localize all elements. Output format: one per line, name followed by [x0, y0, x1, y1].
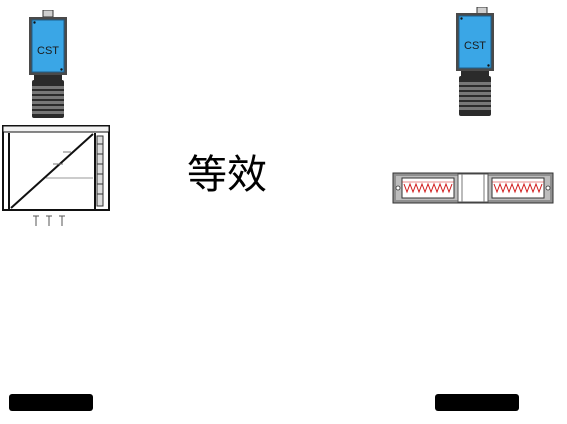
coaxial-light-box — [2, 125, 110, 226]
beam-splitter-icon — [10, 133, 94, 209]
led-strip-icon — [96, 135, 104, 207]
left-camera: CST — [29, 10, 67, 118]
left-bottom-bar — [9, 394, 93, 411]
dual-panel-bracket — [392, 172, 554, 204]
led-panel-right-icon — [491, 177, 545, 199]
equivalence-label: 等效 — [187, 152, 267, 198]
camera-label: CST — [37, 45, 59, 57]
lens-icon — [32, 80, 64, 118]
camera-connector-icon — [476, 7, 488, 15]
right-camera: CST — [456, 7, 494, 116]
camera-label: CST — [464, 40, 486, 52]
screw-icon — [33, 215, 65, 226]
led-panel-left-icon — [401, 177, 455, 199]
camera-connector-icon — [42, 10, 54, 18]
right-bottom-bar — [435, 394, 519, 411]
lens-icon — [459, 76, 491, 116]
